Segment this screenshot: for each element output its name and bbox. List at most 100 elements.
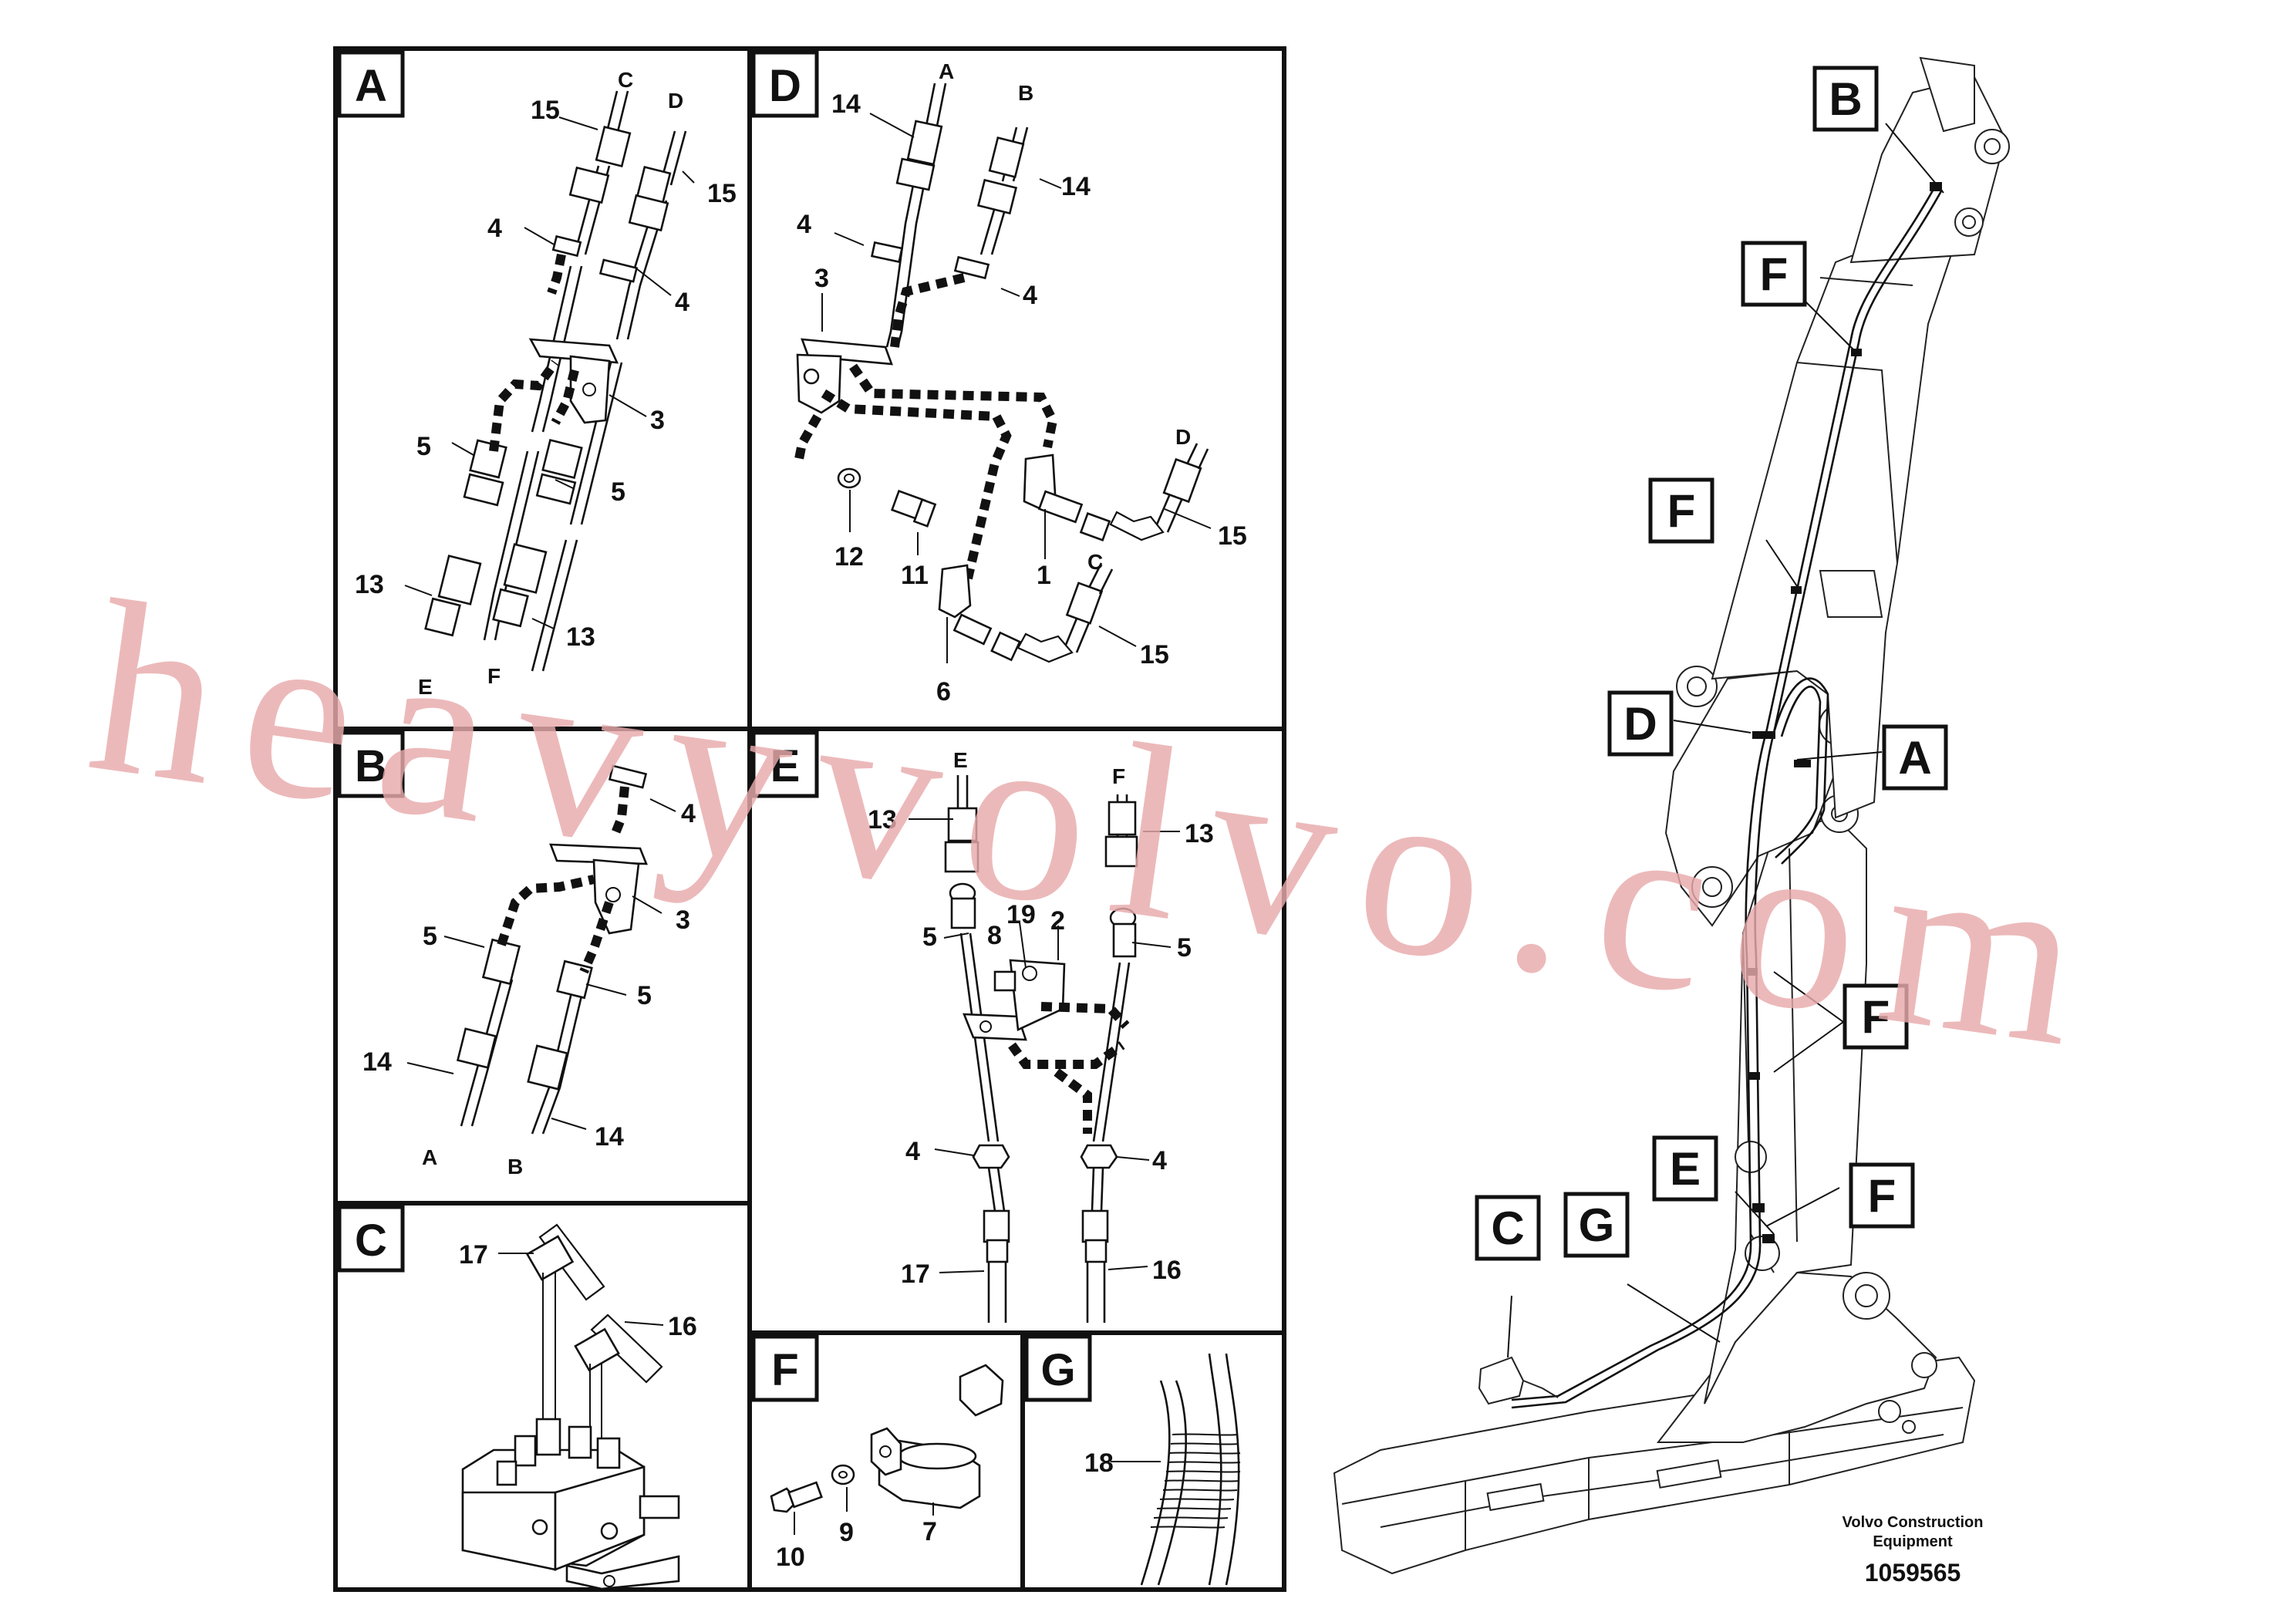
panel-f-drawing	[770, 1364, 1004, 1535]
callout-3: 3	[676, 905, 690, 935]
callout-19: 19	[1006, 900, 1036, 929]
panel-label-g: G	[1024, 1334, 1092, 1402]
panel-e-callouts: 13 13 19 2 8 5 5 4 4 17 16 E F	[868, 748, 1214, 1289]
panel-e-drawing	[909, 775, 1180, 1323]
callout-15: 15	[1218, 521, 1247, 551]
callout-13: 13	[1185, 819, 1214, 848]
callout-17: 17	[901, 1259, 930, 1289]
panel-b-drawing	[406, 764, 676, 1135]
panel-g-callouts: 18	[1084, 1448, 1114, 1478]
panel-label-b: B	[337, 730, 405, 798]
callout-5: 5	[611, 477, 625, 507]
panel-label-e-text: E	[770, 741, 801, 791]
end-label-a: A	[422, 1145, 437, 1169]
callout-5: 5	[1177, 933, 1192, 963]
callout-15: 15	[1140, 640, 1169, 669]
panel-label-f-text: F	[771, 1345, 798, 1395]
callout-11: 11	[901, 561, 929, 590]
callout-16: 16	[668, 1312, 697, 1341]
callout-13: 13	[566, 622, 595, 652]
panel-label-e: E	[751, 730, 819, 798]
end-label-f: F	[1112, 764, 1125, 788]
callout-4: 4	[797, 210, 811, 239]
svg-text:B: B	[1829, 73, 1862, 125]
callout-3: 3	[650, 406, 665, 435]
panel-c-drawing	[461, 1223, 680, 1590]
callout-14: 14	[1061, 172, 1091, 201]
callout-17: 17	[459, 1240, 488, 1270]
callout-5: 5	[416, 432, 431, 461]
panel-label-f: F	[751, 1334, 819, 1402]
machine-callout-f3: F	[1843, 983, 1909, 1050]
machine-callout-f2: F	[1648, 477, 1714, 544]
callout-4: 4	[1152, 1146, 1167, 1175]
callout-18: 18	[1084, 1448, 1114, 1478]
panel-label-a-text: A	[355, 61, 387, 111]
callout-15: 15	[531, 96, 560, 125]
machine-callout-d: D	[1607, 690, 1674, 757]
callout-14: 14	[362, 1047, 392, 1077]
panel-a-drawing	[404, 90, 695, 672]
drawing-number: 1059565	[1865, 1559, 1961, 1587]
svg-text:F: F	[1868, 1170, 1896, 1222]
machine-callout-c: C	[1475, 1195, 1541, 1261]
excavator-overview	[1333, 56, 2010, 1575]
callout-4: 4	[905, 1137, 920, 1166]
panel-c-callouts: 17 16	[459, 1240, 697, 1341]
callout-5: 5	[423, 922, 437, 951]
panel-grid	[333, 46, 1286, 1592]
callout-13: 13	[868, 805, 897, 835]
callout-15: 15	[707, 179, 737, 208]
machine-callout-f1: F	[1741, 241, 1807, 307]
callout-12: 12	[834, 542, 864, 572]
end-label-d: D	[668, 89, 683, 113]
callout-8: 8	[987, 921, 1002, 950]
callout-9: 9	[839, 1518, 854, 1547]
end-label-a: A	[939, 59, 954, 83]
callout-3: 3	[814, 264, 829, 293]
machine-callout-a: A	[1882, 724, 1948, 791]
end-label-b: B	[507, 1155, 523, 1179]
svg-text:F: F	[1760, 248, 1789, 300]
svg-text:D: D	[1623, 698, 1657, 750]
panel-d-callouts: 14 14 4 4 3 12 11 1 15 6 15 A B D C	[797, 59, 1247, 706]
machine-callout-g: G	[1563, 1192, 1630, 1258]
machine-callout-e: E	[1652, 1135, 1718, 1202]
callout-2: 2	[1050, 906, 1065, 936]
callout-5: 5	[637, 981, 652, 1010]
callout-4: 4	[1023, 281, 1037, 310]
panel-label-d: D	[751, 50, 819, 118]
footer-company: Volvo Construction	[1843, 1514, 1984, 1531]
panel-b-callouts: 4 3 5 5 14 14 A B	[362, 799, 696, 1179]
panel-label-c: C	[337, 1205, 405, 1273]
panel-label-b-text: B	[355, 741, 387, 791]
callout-6: 6	[936, 677, 951, 706]
svg-text:G: G	[1579, 1199, 1615, 1251]
end-label-e: E	[953, 748, 968, 772]
callout-4: 4	[487, 214, 502, 243]
panel-label-c-text: C	[355, 1216, 387, 1266]
callout-4: 4	[675, 288, 689, 317]
svg-text:A: A	[1898, 732, 1931, 784]
footer-company-line2: Equipment	[1873, 1533, 1953, 1550]
panel-label-g-text: G	[1040, 1345, 1075, 1395]
panel-label-a: A	[337, 50, 405, 118]
footer: Volvo Construction Equipment 1059565	[1843, 1514, 1984, 1587]
end-label-c: C	[618, 68, 633, 92]
svg-text:F: F	[1667, 485, 1696, 537]
callout-10: 10	[776, 1543, 805, 1572]
end-label-b: B	[1018, 81, 1033, 105]
panel-label-d-text: D	[769, 61, 801, 111]
callout-13: 13	[355, 570, 384, 599]
svg-text:C: C	[1491, 1202, 1524, 1254]
end-label-f: F	[487, 664, 501, 688]
callout-16: 16	[1152, 1256, 1182, 1285]
end-label-d: D	[1175, 425, 1191, 449]
machine-callout-f4: F	[1849, 1162, 1915, 1229]
end-label-e: E	[418, 675, 433, 699]
panel-a-callouts: 15 15 4 4 3 5 5 13 13 C D E F	[355, 68, 737, 699]
callout-7: 7	[922, 1517, 937, 1546]
callout-14: 14	[831, 89, 861, 119]
svg-text:F: F	[1862, 991, 1890, 1043]
